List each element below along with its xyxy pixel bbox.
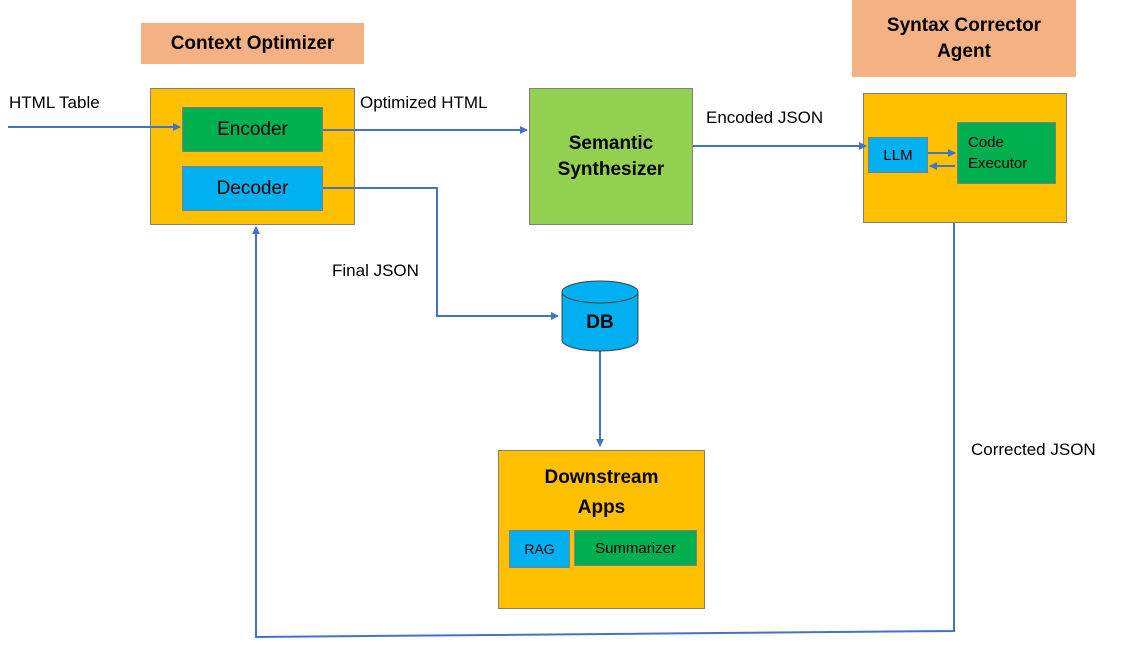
summarizer-label: Summarizer	[595, 539, 676, 557]
summarizer-box: Summarizer	[574, 530, 697, 566]
context-optimizer-title: Context Optimizer	[141, 23, 364, 64]
encoded-json-label: Encoded JSON	[706, 108, 824, 127]
code-executor-box: Code Executor	[957, 122, 1056, 184]
html-table-label: HTML Table	[9, 93, 100, 112]
db-label: DB	[586, 312, 614, 333]
decoder-box: Decoder	[182, 166, 323, 211]
downstream-apps-box	[498, 450, 705, 609]
arrow-decoder-to-db	[323, 187, 559, 320]
downstream-apps-title: Downstream Apps	[544, 467, 659, 518]
decoder-label: Decoder	[216, 177, 289, 199]
arrow-corrected-json-loop	[252, 223, 955, 639]
encoder-box: Encoder	[182, 107, 323, 152]
llm-box: LLM	[868, 137, 928, 173]
optimized-html-label: Optimized HTML	[360, 93, 488, 112]
code-executor-label: Code Executor	[968, 134, 1028, 172]
rag-label: RAG	[524, 541, 555, 557]
encoder-label: Encoder	[217, 118, 288, 140]
final-json-label: Final JSON	[332, 261, 419, 280]
rag-box: RAG	[509, 530, 570, 568]
llm-label: LLM	[883, 146, 913, 164]
semantic-synthesizer-box: Semantic Synthesizer	[529, 88, 693, 225]
db-cylinder	[561, 280, 639, 352]
corrected-json-label: Corrected JSON	[971, 440, 1096, 459]
syntax-corrector-title: Syntax Corrector Agent	[852, 0, 1076, 77]
